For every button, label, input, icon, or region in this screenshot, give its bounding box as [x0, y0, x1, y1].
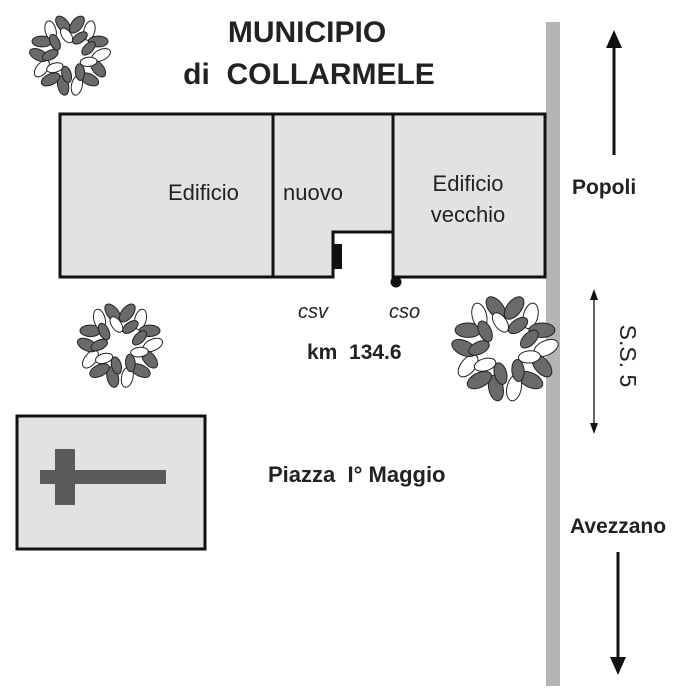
tree-leaf: [125, 353, 136, 373]
municipal-building: [58, 112, 547, 288]
church: [15, 414, 207, 551]
tree-leaf: [130, 346, 149, 358]
tree-leaf: [95, 352, 114, 365]
tree-leaf: [61, 65, 73, 84]
south-town-label: Avezzano: [570, 515, 666, 538]
tree-leaf: [520, 329, 539, 349]
new-building-label-1: Edificio: [168, 180, 239, 205]
arrow-up-icon: [606, 30, 622, 155]
tree-leaf: [132, 330, 148, 346]
square-label: Piazza I° Maggio: [268, 462, 446, 487]
tree-leaf: [68, 15, 85, 34]
map-title-line1: MUNICIPIO: [228, 16, 386, 49]
tree-leaf: [90, 338, 108, 352]
old-building-label-1: Edificio: [433, 171, 504, 196]
tree-leaf: [109, 316, 124, 333]
tree-leaf: [79, 56, 98, 67]
tree-leaf: [457, 354, 479, 378]
tree-leaf: [517, 350, 541, 364]
km-label: km 134.6: [307, 341, 402, 364]
tree-leaf: [40, 72, 61, 87]
tree-leaf: [468, 340, 490, 356]
tree-leaf: [41, 49, 59, 61]
tree-leaf: [72, 31, 88, 45]
tree-leaf: [48, 33, 61, 51]
tree-leaf: [110, 356, 123, 375]
tree-leaf: [81, 41, 96, 56]
tree-icon: [29, 15, 111, 96]
tree-leaf: [493, 362, 508, 385]
map-title-line2: di COLLARMELE: [183, 58, 435, 91]
cross-icon-vertical: [55, 449, 75, 505]
csv-label: csv: [298, 301, 329, 323]
cso-entrance-marker: [390, 276, 402, 288]
csv-entrance-marker: [333, 244, 342, 269]
tree-leaf: [477, 320, 493, 343]
tree-leaf: [89, 363, 110, 378]
tree-leaf: [122, 320, 139, 334]
tree-leaf: [46, 62, 64, 74]
cso-label: cso: [389, 301, 420, 323]
tree-leaf: [59, 27, 74, 44]
tree-leaf: [118, 303, 136, 323]
tree-leaf: [97, 322, 111, 341]
new-building-label-2: nuovo: [283, 180, 343, 205]
tree-icon: [76, 303, 164, 388]
tree-leaf: [491, 312, 510, 333]
tree-leaf: [466, 370, 493, 390]
tree-leaf: [473, 357, 497, 372]
tree-leaf: [74, 63, 86, 81]
north-town-label: Popoli: [572, 176, 636, 199]
tree-icon: [451, 296, 559, 402]
tree-leaf: [511, 359, 525, 382]
arrow-down-icon: [610, 552, 626, 675]
state-road: [546, 22, 560, 686]
road-name-label: S.S. 5: [615, 325, 641, 388]
tree-leaf: [507, 316, 529, 335]
old-building-label-2: vecchio: [431, 202, 506, 227]
double-arrow-icon: [590, 289, 598, 434]
tree-leaf: [503, 296, 525, 320]
building-west-block: [58, 112, 275, 279]
building-old-block: [391, 112, 547, 279]
